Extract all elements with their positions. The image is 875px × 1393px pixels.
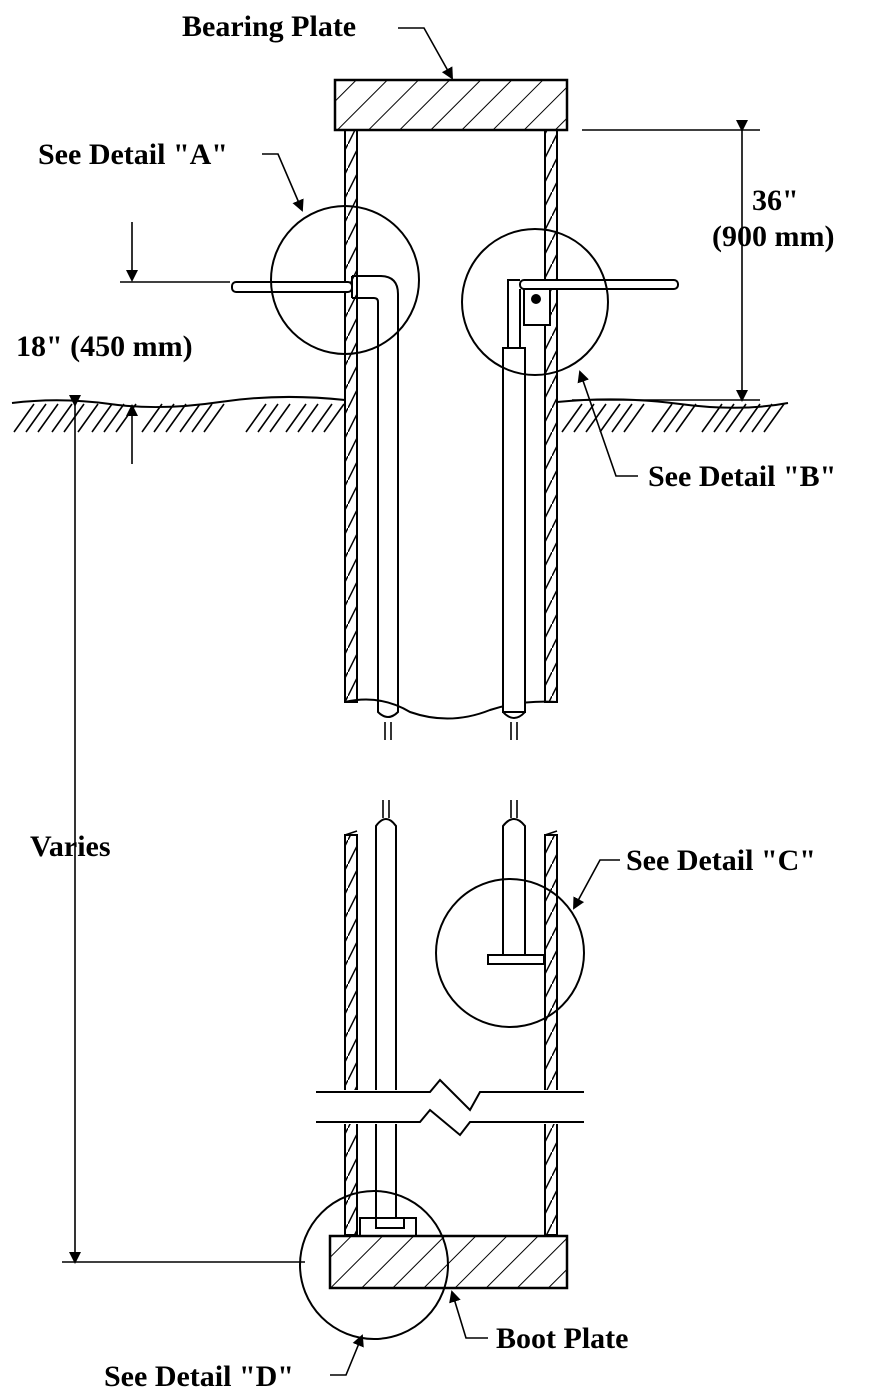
label-detail-d: See Detail "D" xyxy=(104,1360,294,1393)
dimension-36 xyxy=(572,120,760,402)
leader-detail-a xyxy=(262,153,304,212)
detail-c-circle xyxy=(435,878,585,1028)
label-detail-b: See Detail "B" xyxy=(648,460,836,493)
label-dim-36-in: 36" xyxy=(752,184,799,217)
label-dim-18: 18" (450 mm) xyxy=(16,330,193,363)
label-boot-plate: Boot Plate xyxy=(496,1322,628,1355)
dimension-varies xyxy=(62,395,305,1264)
label-varies: Varies xyxy=(30,830,111,863)
label-detail-a: See Detail "A" xyxy=(38,138,228,171)
leader-boot-plate xyxy=(449,1290,488,1339)
bearing-plate xyxy=(333,78,569,132)
section-break xyxy=(316,1078,584,1137)
detail-a-circle xyxy=(270,205,420,355)
anchor-rod-right xyxy=(507,279,679,348)
leader-bearing-plate xyxy=(398,27,453,80)
label-bearing-plate: Bearing Plate xyxy=(182,10,356,43)
ground-left xyxy=(11,395,346,433)
label-dim-36-mm: (900 mm) xyxy=(712,220,834,253)
leader-detail-b xyxy=(577,370,638,477)
label-detail-c: See Detail "C" xyxy=(626,844,816,877)
leader-detail-d xyxy=(330,1334,364,1376)
riser-pipes-upper xyxy=(377,330,526,740)
dimension-18 xyxy=(120,222,230,464)
boot-plate xyxy=(328,1234,569,1290)
riser-pipes-lower xyxy=(359,800,545,1235)
casing-upper xyxy=(344,129,558,720)
anchor-rod-left xyxy=(231,275,399,330)
detail-b-circle xyxy=(461,228,609,376)
leader-detail-c xyxy=(573,859,620,910)
